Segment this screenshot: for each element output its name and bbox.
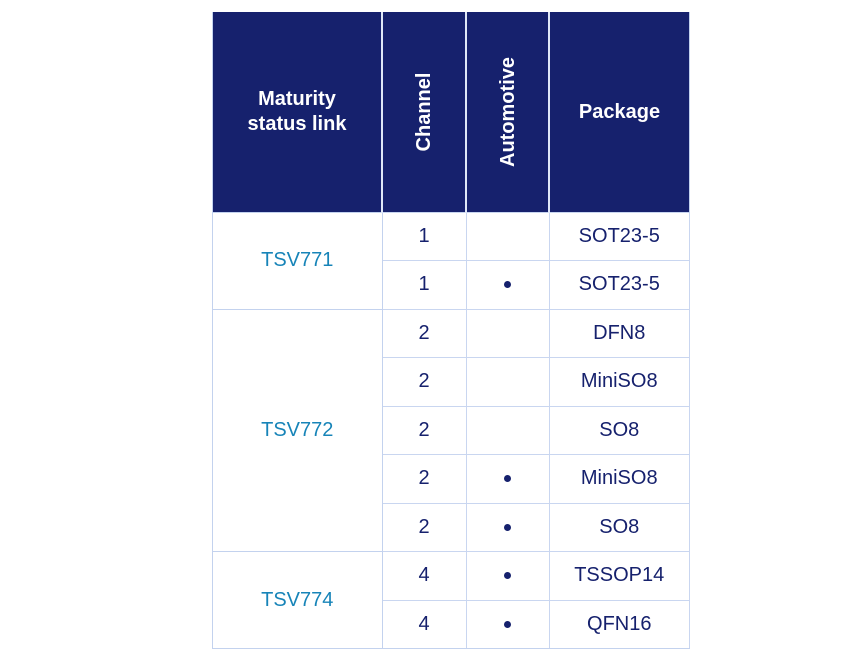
cell-automotive (465, 308, 550, 358)
cell-package: TSSOP14 (548, 551, 690, 601)
cell-channel: 4 (381, 599, 467, 649)
cell-channel: 2 (381, 405, 467, 455)
column-header-channel: Channel (382, 12, 467, 212)
cell-automotive (465, 599, 550, 649)
table-row: 2 SO8 (213, 405, 690, 455)
column-header-package: Package (549, 12, 690, 212)
column-header-maturity-status-link: Maturity status link (212, 12, 383, 212)
cell-channel: 2 (381, 454, 467, 504)
cell-channel: 2 (381, 502, 467, 552)
cell-package: SOT23-5 (548, 260, 690, 310)
table-row: 1 SOT23-5 (213, 260, 690, 310)
cell-automotive (465, 502, 550, 552)
column-header-automotive-label: Automotive (496, 56, 519, 167)
product-maturity-status-link[interactable]: TSV771 (212, 211, 383, 310)
automotive-dot-icon (504, 620, 511, 628)
column-header-package-label: Package (578, 100, 661, 123)
cell-automotive (465, 357, 550, 407)
cell-channel: 4 (381, 551, 467, 601)
cell-package: MiniSO8 (548, 357, 690, 407)
cell-package: SO8 (548, 502, 690, 552)
table-header-row: Maturity status link Channel Automotive … (212, 12, 690, 212)
cell-automotive (465, 454, 550, 504)
cell-channel: 2 (381, 357, 467, 407)
cell-channel: 2 (381, 308, 467, 358)
cell-package: DFN8 (548, 308, 690, 358)
cell-package: SOT23-5 (548, 211, 690, 261)
cell-automotive (465, 551, 550, 601)
automotive-dot-icon (504, 523, 511, 531)
table-row: 2 SO8 (213, 502, 690, 552)
automotive-dot-icon (504, 475, 511, 483)
automotive-dot-icon (504, 572, 511, 580)
table-header: Maturity status link Channel Automotive … (212, 12, 690, 212)
column-header-automotive: Automotive (466, 12, 550, 212)
product-maturity-status-link[interactable]: TSV774 (212, 551, 383, 649)
table-row: 4 QFN16 (213, 599, 690, 649)
column-header-maturity-status-link-label: Maturity status link (247, 88, 347, 135)
table-row: 2 MiniSO8 (213, 454, 690, 504)
table-row: 2 MiniSO8 (213, 357, 690, 407)
product-maturity-status-link[interactable]: TSV772 (212, 308, 383, 552)
cell-package: QFN16 (548, 599, 690, 649)
cell-package: SO8 (548, 405, 690, 455)
cell-automotive (465, 260, 550, 310)
cell-channel: 1 (381, 211, 467, 261)
cell-channel: 1 (381, 260, 467, 310)
column-header-channel-label: Channel (413, 72, 435, 152)
cell-package: MiniSO8 (548, 454, 690, 504)
cell-automotive (465, 211, 550, 261)
cell-automotive (465, 405, 550, 455)
automotive-dot-icon (504, 281, 511, 289)
product-selection-table: Maturity status link Channel Automotive … (212, 12, 690, 649)
